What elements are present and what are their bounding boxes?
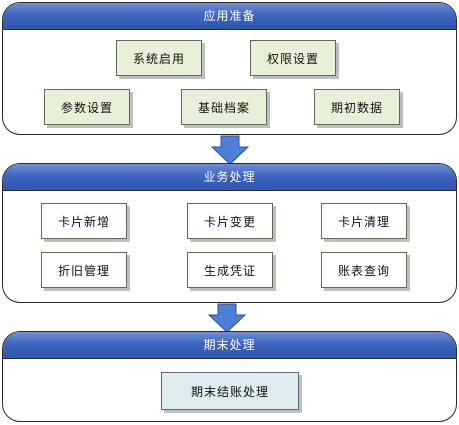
box-parameter-settings[interactable]: 参数设置 — [44, 89, 130, 125]
box-generate-voucher[interactable]: 生成凭证 — [187, 252, 273, 288]
box-card-change[interactable]: 卡片变更 — [187, 203, 273, 239]
box-system-enable[interactable]: 系统启用 — [116, 40, 202, 76]
box-card-add[interactable]: 卡片新增 — [41, 203, 127, 239]
panel-prep: 应用准备 系统启用 权限设置 参数设置 基础档案 期初数据 — [2, 2, 457, 135]
flow-arrow-down-icon — [210, 135, 250, 165]
box-period-end-closing[interactable]: 期末结账处理 — [161, 372, 299, 410]
box-opening-data[interactable]: 期初数据 — [314, 89, 400, 125]
box-basic-archives[interactable]: 基础档案 — [181, 89, 267, 125]
panel-business: 业务处理 卡片新增 卡片变更 卡片清理 折旧管理 生成凭证 账表查询 — [2, 163, 457, 303]
box-permission-settings[interactable]: 权限设置 — [250, 40, 336, 76]
flow-arrow-down-icon — [207, 303, 247, 333]
panel-period-end: 期末处理 期末结账处理 — [2, 331, 457, 422]
box-report-query[interactable]: 账表查询 — [321, 252, 407, 288]
panel-business-title: 业务处理 — [3, 164, 456, 191]
panel-prep-title: 应用准备 — [3, 3, 456, 30]
box-card-clear[interactable]: 卡片清理 — [321, 203, 407, 239]
panel-period-end-title: 期末处理 — [3, 332, 456, 359]
box-depreciation-management[interactable]: 折旧管理 — [41, 252, 127, 288]
